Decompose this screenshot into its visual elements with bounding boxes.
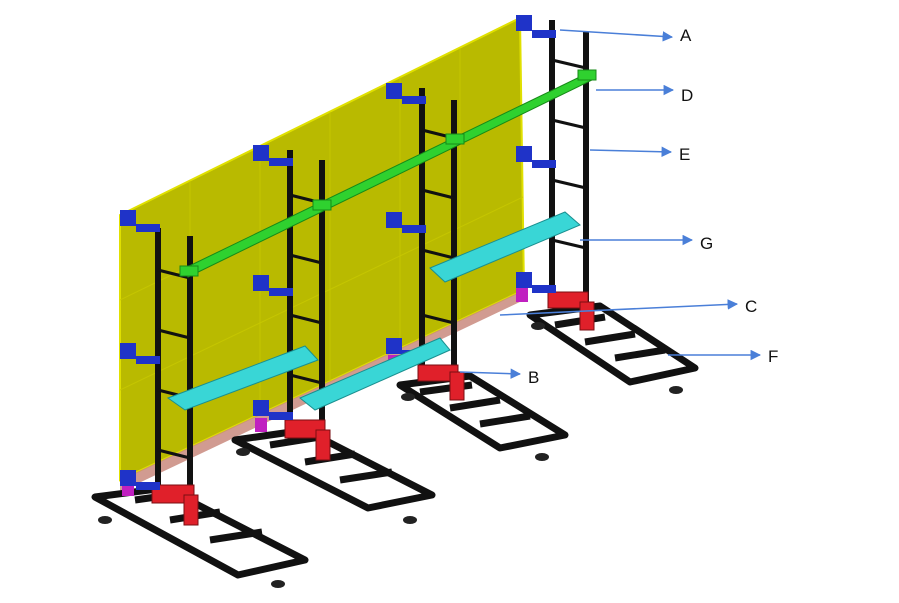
callout-arrows [459,29,762,379]
callout-label-g: G [700,234,714,253]
shelf-left [166,345,319,411]
arrow-a [559,29,674,42]
base-frame-4 [526,302,699,386]
base-frame-3 [396,372,569,452]
callout-label-e: E [679,145,691,164]
callout-label-b: B [528,368,540,387]
arrow-e [589,146,673,158]
callout-label-f: F [768,347,779,366]
arrow-b [459,368,522,379]
shelf-right [429,211,581,283]
shelf-middle [299,337,451,411]
red-foot-blocks [151,291,595,526]
callout-label-d: D [681,86,694,105]
callout-label-a: A [680,26,692,45]
base-frame-1 [91,484,309,579]
base-frame-2 [231,426,436,512]
green-top-rail [179,69,597,278]
arrow-c [499,299,739,316]
callout-label-c: C [745,297,758,316]
leveling-feet [98,322,683,588]
cyan-shelves [166,211,581,411]
